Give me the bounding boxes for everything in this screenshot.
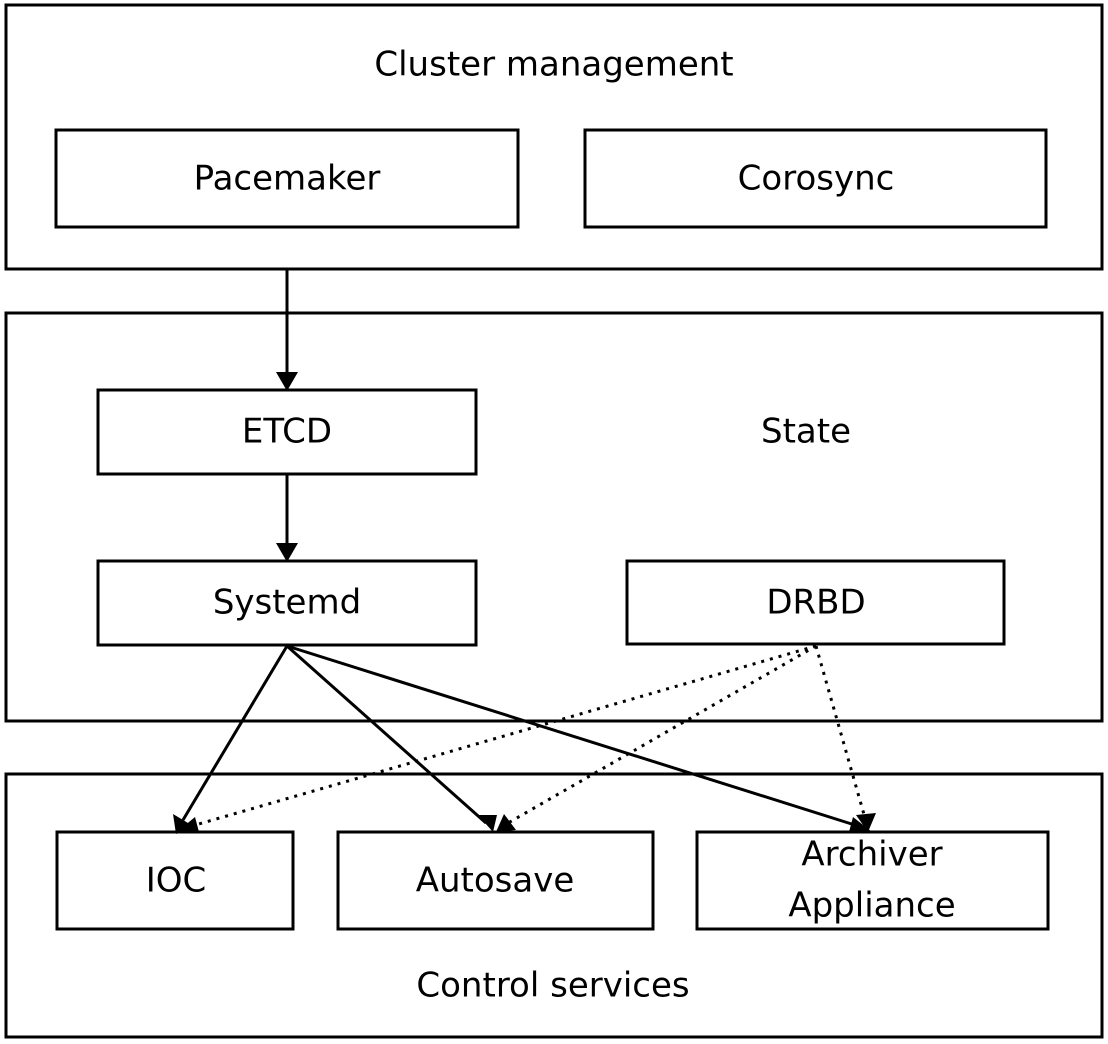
pacemaker-node — [54, 128, 520, 229]
archiver-appliance-label-line2: Appliance — [788, 886, 955, 926]
systemd-node — [96, 559, 478, 647]
edge-drbd-to-archiver — [814, 645, 867, 819]
edge-systemd-to-archiver — [286, 644, 859, 828]
ioc-node — [55, 830, 295, 931]
edge-systemd-to-ioc — [181, 645, 289, 821]
state-label: State — [761, 412, 851, 452]
arrowhead-systemd-to-ioc — [173, 814, 193, 834]
arrowhead-cluster-to-etcd — [276, 372, 298, 391]
arrowhead-etcd-to-systemd — [276, 543, 298, 562]
archiver-appliance-label-line1: Archiver — [801, 835, 942, 875]
arrowhead-drbd-to-autosave — [496, 814, 516, 832]
edge-drbd-to-ioc — [191, 644, 817, 828]
pacemaker-label: Pacemaker — [194, 159, 381, 199]
etcd-label: ETCD — [242, 412, 332, 452]
drbd-label: DRBD — [766, 583, 865, 623]
arrowhead-systemd-to-autosave — [478, 815, 497, 832]
arrowhead-drbd-to-ioc — [177, 817, 199, 832]
ioc-label: IOC — [146, 861, 207, 901]
edge-systemd-to-autosave — [286, 644, 487, 825]
arrowhead-drbd-to-archiver — [856, 813, 876, 832]
autosave-node — [336, 830, 655, 931]
archiver-appliance-node — [695, 830, 1050, 931]
control-services-label: Control services — [416, 966, 689, 1006]
state-group — [4, 311, 1104, 723]
systemd-label: Systemd — [213, 583, 361, 623]
cluster-management-label: Cluster management — [374, 45, 733, 85]
corosync-label: Corosync — [738, 159, 895, 199]
corosync-node — [583, 128, 1048, 229]
autosave-label: Autosave — [416, 861, 575, 901]
drbd-node — [625, 559, 1006, 646]
